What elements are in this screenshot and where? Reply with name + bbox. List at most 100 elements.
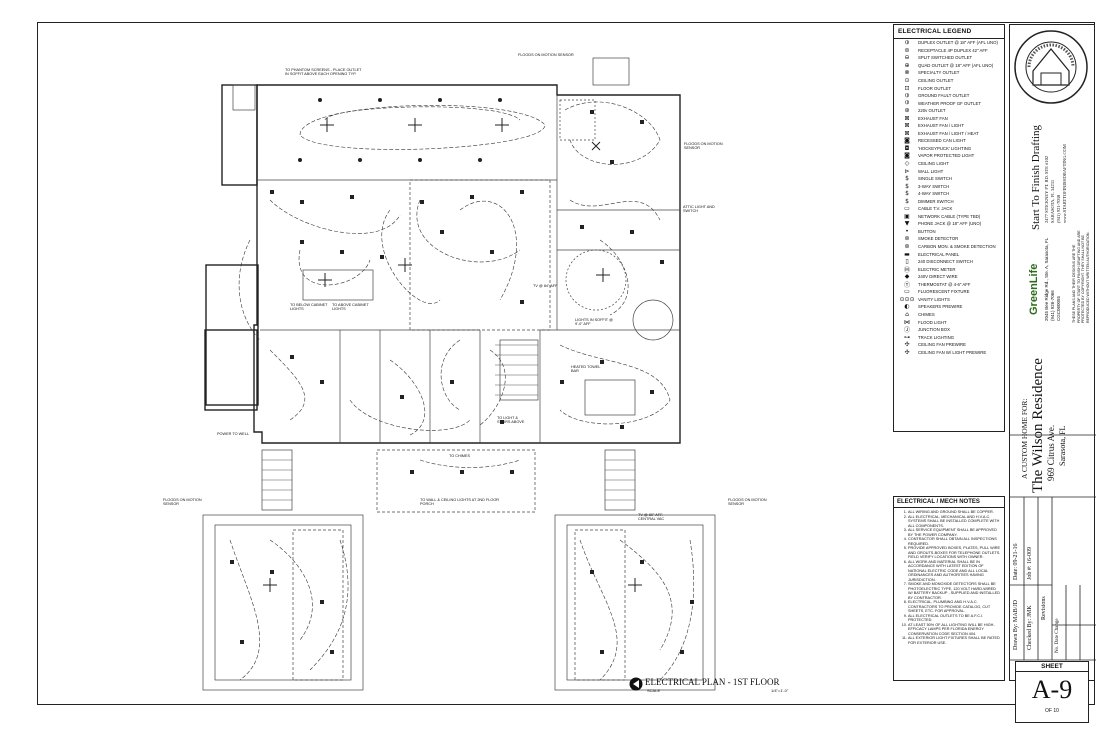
legend-item-label: SPEAKERS PREWIRE <box>918 304 963 310</box>
north-arrow-icon <box>629 677 643 691</box>
legend-item: ⊶TRACK LIGHTING <box>896 333 1002 341</box>
legend-item: ◆240V DIRECT WIRE <box>896 273 1002 281</box>
annotation-floods-top: FLOODS ON MOTION SENSOR <box>518 53 574 57</box>
ceiling-fan-light-icon: ✣ <box>904 348 910 356</box>
legend-item-label: 220v OUTLET <box>918 108 946 114</box>
speaker-icon: ◐ <box>904 303 910 311</box>
ceiling-light-icon: ◇ <box>904 160 910 168</box>
checked-by-field: Checked By: JMK <box>1027 605 1033 650</box>
legend-item-label: BUTTON <box>918 228 936 234</box>
disconnect-icon: ▯ <box>905 258 909 266</box>
sheet-number-box: SHEET A-9 OF 10 <box>1015 661 1089 723</box>
phone-jack-icon: ▼ <box>904 220 910 228</box>
legend-item: ⦶WEATHER PROOF GF OUTLET <box>896 99 1002 107</box>
legend-item: ▼PHONE JACK @ 18" AFF (UNO) <box>896 220 1002 228</box>
legend-item-label: 'HOCKEYPUCK' LIGHTING <box>918 145 972 151</box>
sheet-of: OF 10 <box>1045 708 1059 714</box>
fluorescent-icon: ▭ <box>904 288 910 296</box>
annotation-above-cabinet: TO ABOVE CABINET LIGHTS <box>332 303 369 312</box>
electrical-panel-icon: ▬ <box>904 250 910 258</box>
notes-list: ALL WIRING AND GROUND SHALL BE COPPER.AL… <box>894 510 1004 645</box>
note-item: SMOKE AND MONOXIDE DETECTORS SHALL BE PH… <box>908 582 1001 600</box>
legend-item: ▭CABLE T.V. JACK <box>896 205 1002 213</box>
legend-item-label: WEATHER PROOF GF OUTLET <box>918 100 981 106</box>
annotation-soffit-lights: LIGHTS IN SOFFIT @ 9'-0" AFF <box>575 318 613 327</box>
revisions-label: Revisions <box>1041 596 1047 620</box>
annotation-phantom-screens: TO PHANTOM SCREENS - PLACE OUTLET IN SOF… <box>285 68 362 77</box>
legend-item-label: CHIMES <box>918 311 935 317</box>
split-outlet-icon: ⊖ <box>904 54 910 62</box>
legend-item: ⊚CARBON MON. & SMOKE DETECTION <box>896 243 1002 251</box>
chimes-icon: ⌂ <box>905 310 909 318</box>
legend-item-label: QUAD OUTLET @ 18" AFF (AFL UNO) <box>918 62 994 68</box>
legend-item-label: 4-WAY SWITCH <box>918 191 950 197</box>
revision-columns: No. Date Change <box>1055 618 1060 653</box>
legend-item-label: SINGLE SWITCH <box>918 176 952 182</box>
note-item: AT LEAST 50% OF ALL LIGHTING WILL BE HIG… <box>908 623 1001 637</box>
legend-item-label: NETWORK CABLE (TYPE TBD) <box>918 213 981 219</box>
legend-item: •BUTTON <box>896 228 1002 236</box>
legend-item: $3-WAY SWITCH <box>896 182 1002 190</box>
smoke-detector-icon: ⊚ <box>904 235 910 243</box>
wall-light-icon: ⊳ <box>904 167 910 175</box>
electrical-legend: ELECTRICAL LEGEND ⦶ DUPLEX OUTLET @ 18" A… <box>893 24 1005 432</box>
legend-item: ◐ SPEAKERS PREWIRE <box>896 303 1002 311</box>
duplex-outlet-icon: ⦶ <box>904 39 910 46</box>
legend-item-label: GROUND FAULT OUTLET <box>918 93 970 99</box>
legend-item: ⌂ CHIMES <box>896 311 1002 319</box>
junction-box-icon: Ⓙ <box>903 327 910 334</box>
drawn-by-field: Drawn By: MAB/JD <box>1013 599 1019 650</box>
legend-item: ⊙CEILING OUTLET <box>896 77 1002 85</box>
legend-item: ⋈FLOOD LIGHT <box>896 318 1002 326</box>
firm-seal-logo <box>1014 30 1088 104</box>
flood-light-icon: ⋈ <box>904 318 910 326</box>
note-item: CONTRACTOR SHALL OBTAIN ALL INSPECTIONS … <box>908 537 1001 546</box>
legend-item: ▯ 240 DISCONNECT SWITCH <box>896 258 1002 266</box>
legend-item-label: VAPOR PROTECTED LIGHT <box>918 153 975 159</box>
legend-item-label: DIMMER SWITCH <box>918 198 954 204</box>
legend-item: ◙RECESSED CAN LIGHT <box>896 137 1002 145</box>
quad-outlet-icon: ⊕ <box>904 61 910 69</box>
exhaust-fan-icon: ⊠ <box>904 114 910 122</box>
annotation-floods-lower-right: FLOODS ON MOTION SENSOR <box>728 498 767 507</box>
scale-label: SCALE <box>647 688 661 693</box>
note-item: ELECTRICAL, PLUMBING AND H.V.A.C. CONTRA… <box>908 600 1001 614</box>
legend-item-label: 240V DIRECT WIRE <box>918 274 958 280</box>
legend-item-label: FLOOR OUTLET <box>918 85 951 91</box>
special-outlet-icon: ⊗ <box>904 69 910 77</box>
floor-outlet-icon: ⊡ <box>904 84 910 92</box>
legend-item: ⊠ EXHAUST FAN <box>896 114 1002 122</box>
legend-item: ⊡ FLOOR OUTLET <box>896 84 1002 92</box>
notes-title: ELECTRICAL / MECH NOTES <box>894 497 1004 508</box>
legend-item: ⊕ QUAD OUTLET @ 18" AFF (AFL UNO) <box>896 62 1002 70</box>
3way-switch-icon: $ <box>905 182 909 190</box>
title-block: Start To Finish Drafting 2477 STICKNEY P… <box>1009 24 1096 681</box>
drawing-title: ELECTRICAL PLAN - 1ST FLOOR <box>645 677 780 687</box>
legend-item: ⊠EXHAUST FAN / LIGHT <box>896 122 1002 130</box>
legend-title: ELECTRICAL LEGEND <box>894 25 1004 39</box>
legend-item-label: FLUORESCENT FIXTURE <box>918 289 970 295</box>
legend-item: ⊗SPECIALTY OUTLET <box>896 69 1002 77</box>
legend-item-label: VANITY LIGHTS <box>918 296 950 302</box>
legend-item: ⊜RECEPTACLE 4P DUPLEX 42" AFF <box>896 47 1002 55</box>
sheet-label: SHEET <box>1016 662 1088 672</box>
annotation-below-cabinet: TO BELOW CABINET LIGHTS <box>290 303 328 312</box>
legend-item-label: ELECTRICAL PANEL <box>918 251 960 257</box>
legend-item: ✣CEILING FAN W/ LIGHT PREWIRE <box>896 348 1002 356</box>
annotation-heated-towel: HEATED TOWEL BAR <box>571 365 601 374</box>
legend-item-label: EXHAUST FAN / LIGHT / HEAT <box>918 130 979 136</box>
meter-icon: Ⓜ <box>903 266 910 273</box>
legend-item-label: EXHAUST FAN <box>918 115 948 121</box>
scale-value: 1/4"=1'-0" <box>771 688 789 693</box>
hockeypuck-light-icon: ◘ <box>904 144 910 152</box>
legend-item-label: 3-WAY SWITCH <box>918 183 950 189</box>
legend-item-label: DUPLEX OUTLET @ 18" AFF (AFL UNO) <box>918 40 998 46</box>
cable-jack-icon: ▭ <box>904 205 910 213</box>
note-item: ALL SERVICE EQUIPMENT SHALL BE APPROVED … <box>908 528 1001 537</box>
legend-item: ◇CEILING LIGHT <box>896 160 1002 168</box>
legend-item-label: 240 DISCONNECT SWITCH <box>918 259 973 265</box>
legend-item: ⊳WALL LIGHT <box>896 167 1002 175</box>
